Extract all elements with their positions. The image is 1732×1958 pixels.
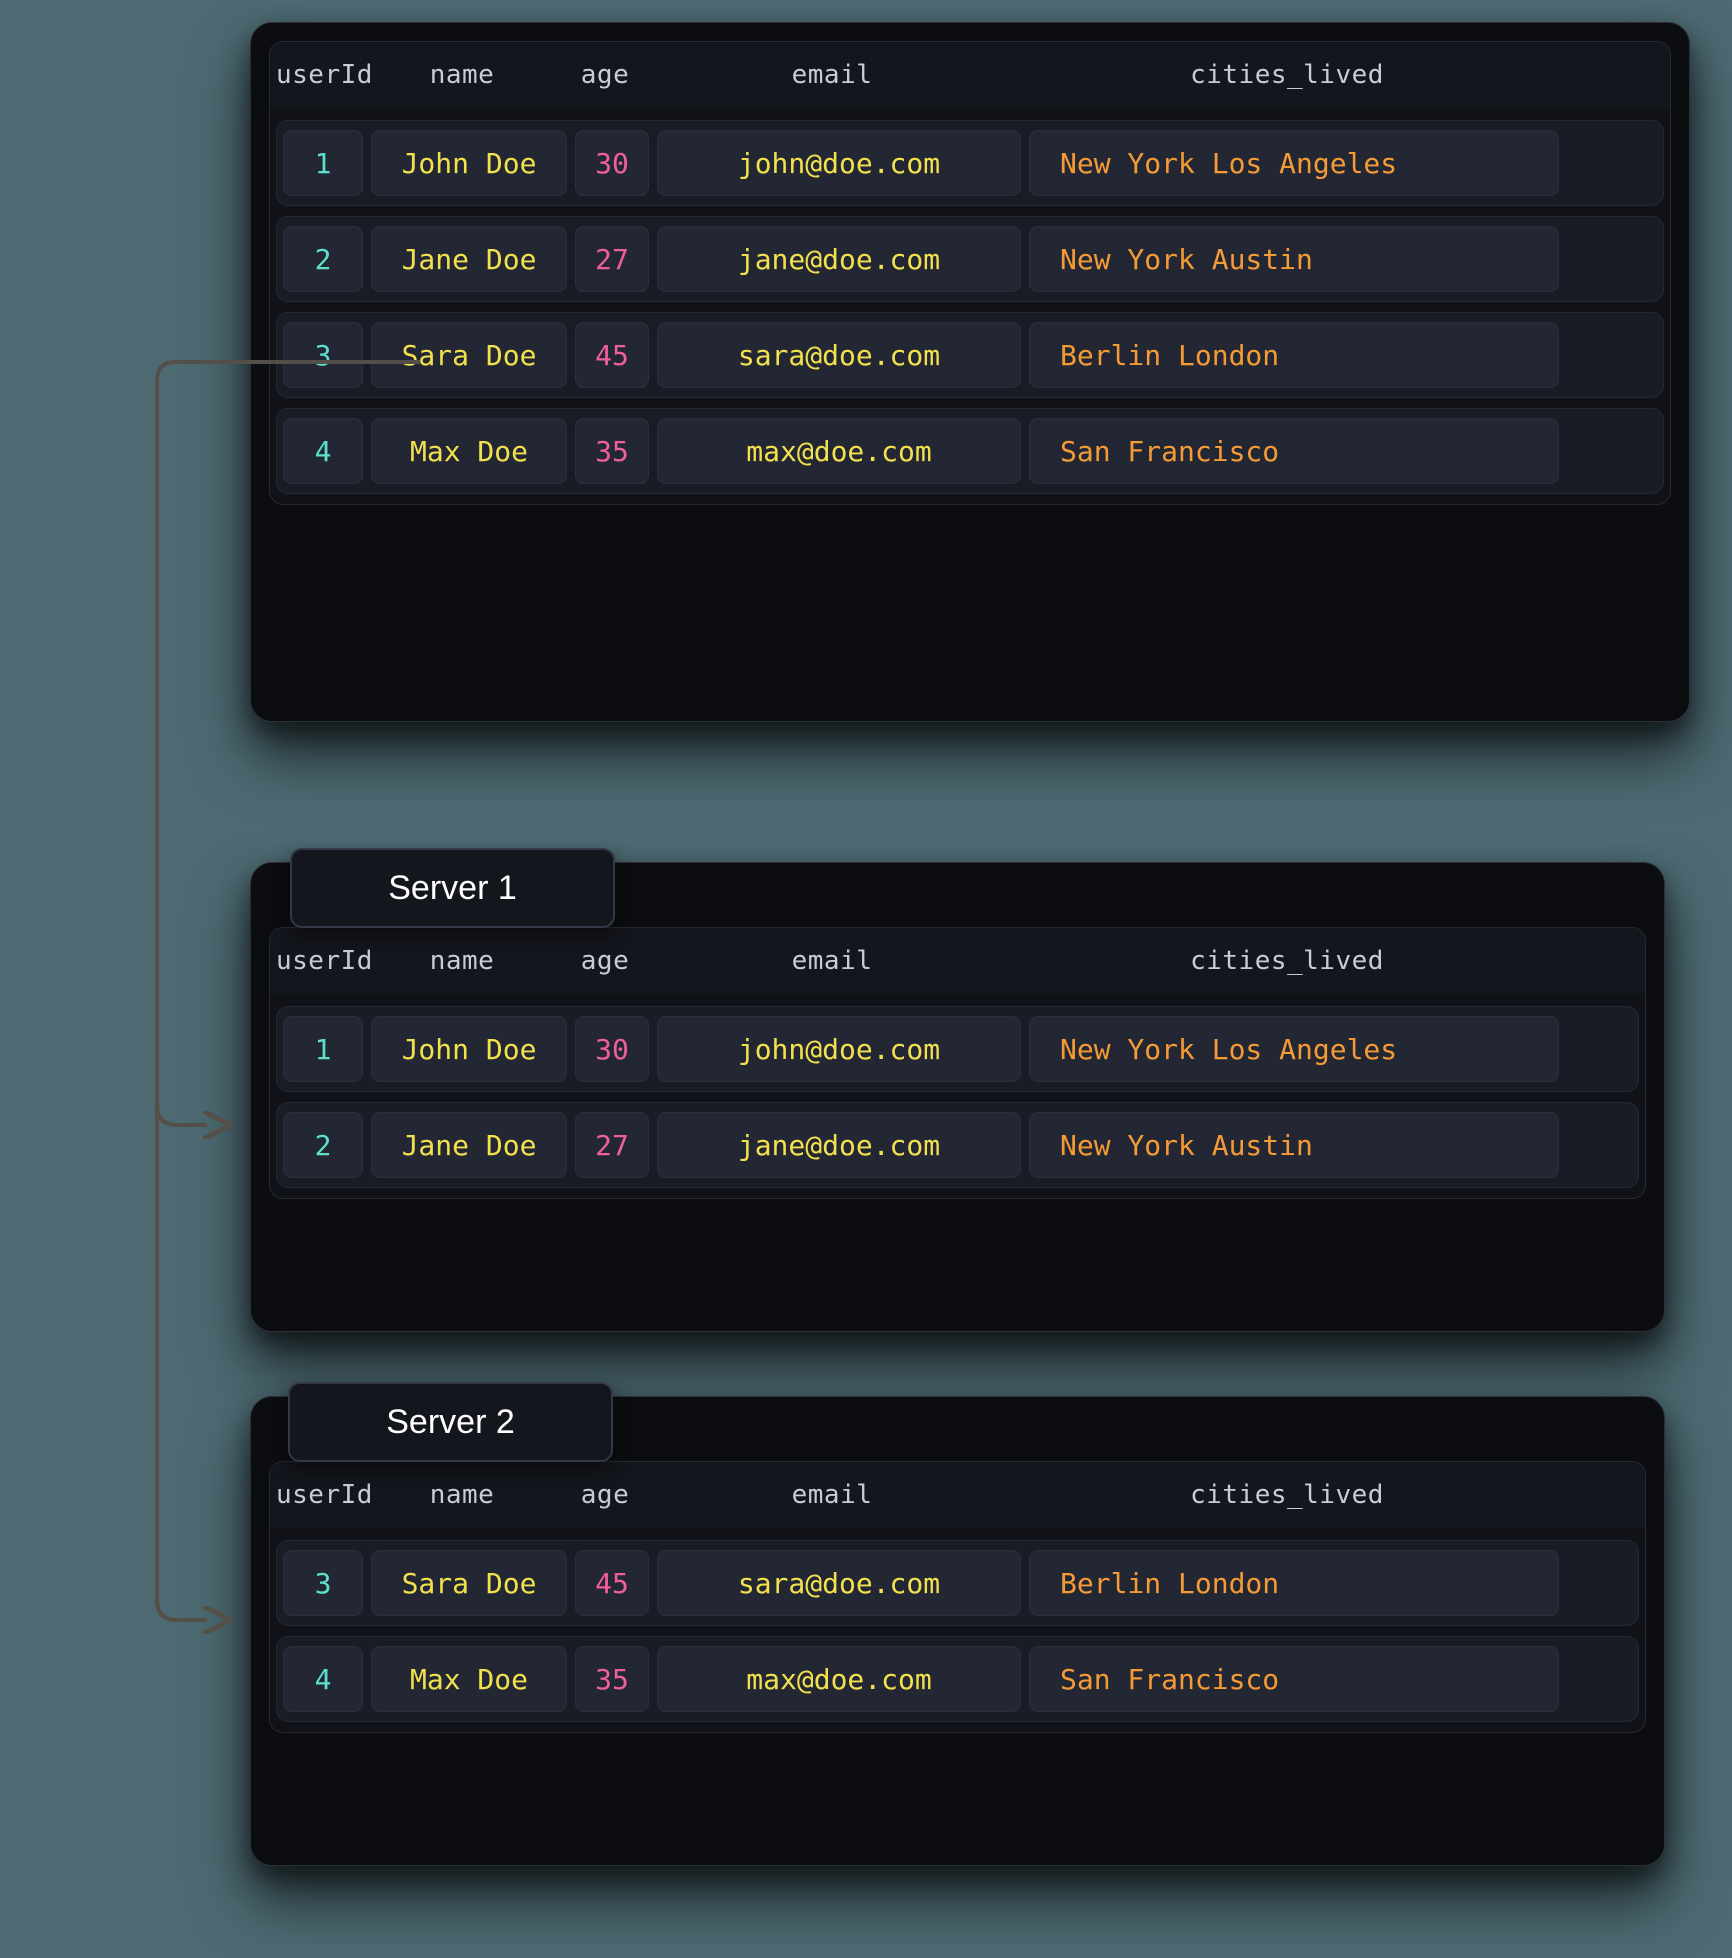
column-header-cities-lived: cities_lived <box>1190 946 1384 976</box>
column-header-userid: userId <box>276 1480 373 1510</box>
column-header-email: email <box>791 60 873 90</box>
column-header-age: age <box>580 60 630 90</box>
cell-age: 30 <box>575 1016 649 1082</box>
column-header-userid: userId <box>276 60 373 90</box>
cell-cities-lived: New York Los Angeles <box>1029 130 1559 196</box>
cell-email: sara@doe.com <box>657 322 1021 388</box>
cell-name: John Doe <box>371 130 567 196</box>
cell-email: john@doe.com <box>657 1016 1021 1082</box>
cell-age: 35 <box>575 418 649 484</box>
cell-email: max@doe.com <box>657 418 1021 484</box>
cell-userid: 2 <box>283 1112 363 1178</box>
column-header-name: name <box>429 60 495 90</box>
connector-to-server-1 <box>155 1104 207 1125</box>
column-header-name: name <box>429 1480 495 1510</box>
cell-userid: 3 <box>283 1550 363 1616</box>
cell-cities-lived: San Francisco <box>1029 1646 1559 1712</box>
cell-email: jane@doe.com <box>657 1112 1021 1178</box>
column-header-email: email <box>791 946 873 976</box>
cell-userid: 3 <box>283 322 363 388</box>
cell-cities-lived: Berlin London <box>1029 322 1559 388</box>
cell-name: Jane Doe <box>371 226 567 292</box>
cell-email: max@doe.com <box>657 1646 1021 1712</box>
column-header-email: email <box>791 1480 873 1510</box>
column-header-cities-lived: cities_lived <box>1190 60 1384 90</box>
server-2-header-row: userId name age email cities_lived <box>270 1462 1645 1528</box>
cell-cities-lived: New York Austin <box>1029 226 1559 292</box>
cell-name: John Doe <box>371 1016 567 1082</box>
cell-age: 27 <box>575 1112 649 1178</box>
cell-age: 30 <box>575 130 649 196</box>
cell-userid: 4 <box>283 418 363 484</box>
cell-email: sara@doe.com <box>657 1550 1021 1616</box>
cell-name: Jane Doe <box>371 1112 567 1178</box>
column-header-age: age <box>580 1480 630 1510</box>
cell-name: Max Doe <box>371 418 567 484</box>
server-1-badge: Server 1 <box>290 848 615 928</box>
cell-userid: 1 <box>283 1016 363 1082</box>
cell-age: 27 <box>575 226 649 292</box>
column-header-name: name <box>429 946 495 976</box>
cell-userid: 4 <box>283 1646 363 1712</box>
cell-age: 35 <box>575 1646 649 1712</box>
server-1-header-row: userId name age email cities_lived <box>270 928 1645 994</box>
server-2-badge: Server 2 <box>288 1382 613 1462</box>
cell-name: Sara Doe <box>371 322 567 388</box>
column-header-age: age <box>580 946 630 976</box>
cell-name: Sara Doe <box>371 1550 567 1616</box>
cell-email: jane@doe.com <box>657 226 1021 292</box>
cell-name: Max Doe <box>371 1646 567 1712</box>
cell-email: john@doe.com <box>657 130 1021 196</box>
cell-cities-lived: New York Austin <box>1029 1112 1559 1178</box>
cell-cities-lived: New York Los Angeles <box>1029 1016 1559 1082</box>
cell-cities-lived: Berlin London <box>1029 1550 1559 1616</box>
cell-cities-lived: San Francisco <box>1029 418 1559 484</box>
cell-age: 45 <box>575 322 649 388</box>
cell-userid: 1 <box>283 130 363 196</box>
column-header-cities-lived: cities_lived <box>1190 1480 1384 1510</box>
column-header-userid: userId <box>276 946 373 976</box>
cell-userid: 2 <box>283 226 363 292</box>
source-table-header-row: userId name age email cities_lived <box>270 42 1670 108</box>
cell-age: 45 <box>575 1550 649 1616</box>
